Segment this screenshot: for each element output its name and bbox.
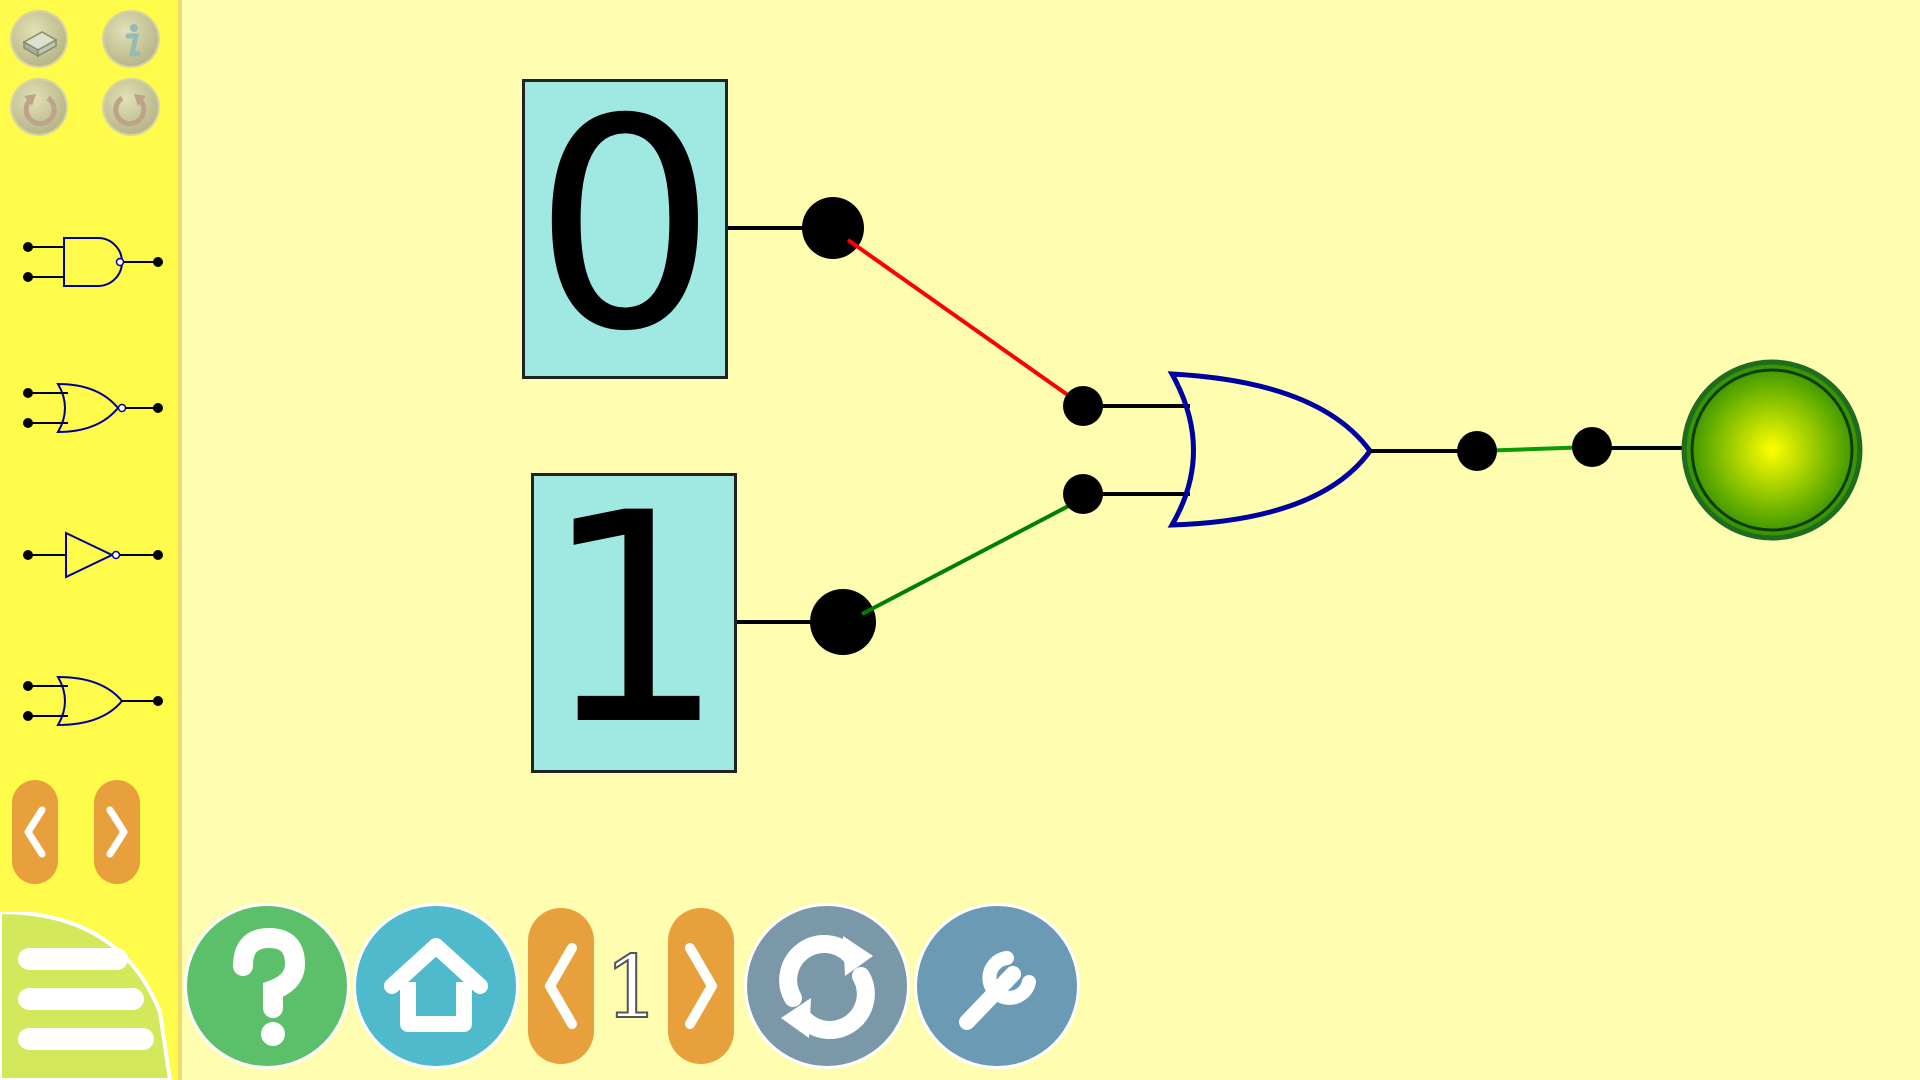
- nand-gate-tool[interactable]: [18, 228, 168, 298]
- chevron-left-icon: [545, 943, 577, 1029]
- next-level-button[interactable]: [668, 908, 734, 1064]
- home-icon: [384, 938, 488, 1032]
- output-lamp: [1681, 359, 1863, 541]
- wire-a-to-gate[interactable]: [846, 238, 1074, 400]
- eraser-icon: [22, 31, 58, 58]
- gate-palette-sidebar: [0, 0, 182, 1080]
- gate-input-a-terminal[interactable]: [1063, 386, 1103, 426]
- help-icon: [233, 927, 306, 1046]
- reset-button[interactable]: [747, 906, 907, 1066]
- or-gate-alt-tool[interactable]: [18, 667, 168, 737]
- wrench-icon: [959, 951, 1036, 1030]
- menu-button[interactable]: [0, 912, 182, 1080]
- input-switch-a[interactable]: 0: [522, 79, 728, 379]
- chevron-left-icon: [24, 806, 46, 858]
- chevron-right-icon: [685, 943, 717, 1029]
- settings-button[interactable]: [917, 906, 1077, 1066]
- help-button[interactable]: [187, 906, 347, 1066]
- switch-a-output-terminal[interactable]: [802, 197, 864, 259]
- gate-input-b-terminal[interactable]: [1063, 474, 1103, 514]
- not-gate-tool[interactable]: [18, 521, 168, 591]
- palette-next-button[interactable]: [94, 780, 140, 884]
- hamburger-icon: [18, 948, 154, 1050]
- switch-b-output-terminal[interactable]: [810, 589, 876, 655]
- redo-icon: [113, 94, 147, 127]
- level-number: 1: [604, 937, 661, 1039]
- undo-icon: [23, 94, 57, 127]
- info-icon: [125, 24, 141, 57]
- wire-b-to-gate[interactable]: [861, 498, 1081, 616]
- eraser-button[interactable]: [12, 12, 66, 66]
- undo-button[interactable]: [12, 80, 66, 134]
- info-button[interactable]: [104, 12, 158, 66]
- or-gate-tool[interactable]: [18, 374, 168, 444]
- input-switch-b[interactable]: 1: [531, 473, 737, 773]
- or-gate[interactable]: [1083, 371, 1477, 528]
- palette-prev-button[interactable]: [12, 780, 58, 884]
- home-button[interactable]: [356, 906, 516, 1066]
- reset-icon: [779, 935, 875, 1039]
- chevron-right-icon: [106, 806, 128, 858]
- gate-output-terminal[interactable]: [1457, 431, 1497, 471]
- previous-level-button[interactable]: [528, 908, 594, 1064]
- redo-button[interactable]: [104, 80, 158, 134]
